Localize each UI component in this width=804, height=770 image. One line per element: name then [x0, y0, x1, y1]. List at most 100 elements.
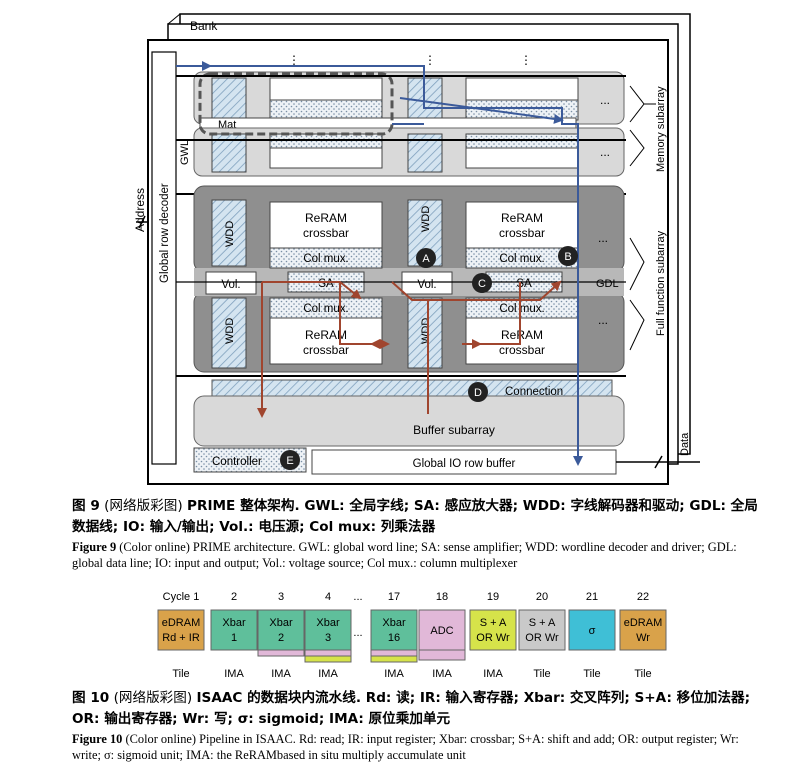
global-row-decoder — [151, 51, 177, 465]
pipeline-stage-box — [518, 609, 566, 651]
crossbar-label-2: crossbar — [499, 226, 545, 240]
cycle-label: Cycle 1 — [163, 591, 200, 603]
pipeline-unit-label: Tile — [172, 668, 189, 680]
global-io-row-buffer-label: Global IO row buffer — [413, 458, 516, 470]
pipeline-stage-strip — [257, 649, 305, 657]
vdots-3: ⋮ — [520, 53, 532, 67]
blue-data-path — [176, 65, 583, 466]
marker-b: B — [564, 251, 571, 263]
pipeline-unit-label: IMA — [483, 668, 503, 680]
pipeline-stage-strip — [418, 649, 466, 661]
wdd-label-1: WDD — [224, 221, 236, 247]
reram-label-4: ReRAM — [501, 328, 543, 342]
vol-mid — [401, 271, 453, 295]
gwl-label: GWL — [179, 140, 191, 165]
global-io-row-buffer — [311, 449, 617, 475]
wdd-label-4: WDD — [420, 318, 432, 344]
pipeline-unit-label: IMA — [384, 668, 404, 680]
sa-label-2: SA — [516, 278, 532, 290]
marker-c: C — [478, 278, 486, 290]
pipeline-stage-sublabel: Rd + IR — [162, 632, 200, 644]
pipeline-unit-label: Tile — [583, 668, 600, 680]
pipeline-unit-label: IMA — [224, 668, 244, 680]
memory-subarray-label: Memory subarray — [655, 86, 667, 172]
pipeline-stage-sublabel: 1 — [231, 632, 237, 644]
pipeline-unit-label: Tile — [533, 668, 550, 680]
pipeline-stage-sublabel: 3 — [325, 632, 331, 644]
ellipsis-1: ... — [600, 93, 610, 107]
buffer-subarray-label: Buffer subarray — [413, 423, 495, 437]
pipeline-stage-sublabel: 16 — [388, 632, 400, 644]
ellipsis-3: ... — [598, 231, 608, 245]
pipeline-stage-label: Xbar — [316, 617, 340, 629]
marker-d: D — [474, 387, 482, 399]
vdots-1: ⋮ — [288, 53, 300, 67]
pipeline-stage-label: σ — [589, 625, 596, 637]
wdd-label-3: WDD — [420, 206, 432, 232]
gdl-label: GDL — [596, 278, 619, 290]
connection-label: Connection — [505, 386, 563, 398]
vol-label-2: Vol. — [417, 279, 436, 291]
pipeline-stage-strip — [304, 649, 352, 657]
pipeline-ellipsis: ... — [353, 627, 362, 639]
crossbar-label-3: crossbar — [303, 343, 349, 357]
reram-crossbar-top-right — [465, 201, 579, 249]
figure-10-caption-cn: 图 10 (网络版彩图) ISAAC 的数据块内流水线. Rd: 读; IR: … — [72, 688, 762, 730]
crossbar-label-4: crossbar — [499, 343, 545, 357]
wdd-top-left — [211, 199, 247, 267]
pipeline-stage-sublabel: 2 — [278, 632, 284, 644]
wdd-bottom-mid — [407, 297, 443, 369]
pipeline-stage-box — [210, 609, 258, 651]
pipeline-stage-strip — [304, 655, 352, 663]
pipeline-stage-label: S + A — [529, 617, 556, 629]
figure-9-en-body: (Color online) PRIME architecture. GWL: … — [72, 540, 737, 570]
cycle-label: 21 — [586, 591, 598, 603]
ellipsis-2: ... — [600, 145, 610, 159]
cycle-label: 17 — [388, 591, 400, 603]
pipeline-stage-label: Xbar — [382, 617, 406, 629]
pipeline-stage-sublabel: Wr — [636, 632, 650, 644]
col-mux-label-1: Col mux. — [303, 253, 348, 265]
reram-crossbar-bottom-right — [465, 317, 579, 365]
figure-10-cn-head: 图 10 — [72, 690, 110, 706]
figure-10-cn-prefix: (网络版彩图) — [113, 690, 193, 706]
crossbar-label-1: crossbar — [303, 226, 349, 240]
pipeline-stage-box — [619, 609, 667, 651]
bank-label: Bank — [190, 19, 218, 33]
full-function-subarray-label: Full function subarray — [655, 230, 667, 336]
pipeline-unit-label: IMA — [432, 668, 452, 680]
marker-e: E — [286, 455, 293, 467]
pipeline-stage-label: Xbar — [222, 617, 246, 629]
figure-10-en-head: Figure 10 — [72, 732, 123, 746]
col-mux-top-left — [269, 247, 383, 269]
pipeline-stage-label: eDRAM — [624, 617, 663, 629]
pipeline-stage-strip — [370, 649, 418, 657]
marker-a: A — [422, 253, 430, 265]
col-mux-label-3: Col mux. — [303, 303, 348, 315]
col-mux-label-2: Col mux. — [499, 253, 544, 265]
reram-crossbar-top-left — [269, 201, 383, 249]
reram-crossbar-bottom-left — [269, 317, 383, 365]
pipeline-stage-sublabel: OR Wr — [476, 632, 510, 644]
vdots-2: ⋮ — [424, 53, 436, 67]
pipeline-unit-label: IMA — [318, 668, 338, 680]
figure-9-caption-en: Figure 9 (Color online) PRIME architectu… — [72, 539, 762, 571]
figure-9-cn-head: 图 9 — [72, 498, 100, 514]
buffer-subarray — [193, 395, 625, 447]
reram-label-1: ReRAM — [305, 211, 347, 225]
figure-9-prime-architecture: Bank Global row decoder Address ... Mat … — [133, 13, 700, 485]
pipeline-stage-box — [304, 609, 352, 651]
figure-9-cn-prefix: (网络版彩图) — [104, 498, 183, 514]
pipeline-stage-sublabel: OR Wr — [525, 632, 559, 644]
figure-9-caption-cn: 图 9 (网络版彩图) PRIME 整体架构. GWL: 全局字线; SA: 感… — [72, 496, 762, 538]
mat-outline — [198, 72, 394, 136]
controller-label: Controller — [212, 456, 262, 468]
wdd-bottom-left — [211, 297, 247, 369]
data-label: Data — [679, 432, 691, 456]
address-label: Address — [133, 188, 147, 232]
figure-9-cn-body: PRIME 整体架构. GWL: 全局字线; SA: 感应放大器; WDD: 字… — [72, 498, 758, 535]
cycle-label: 22 — [637, 591, 649, 603]
cycle-label: 3 — [278, 591, 284, 603]
pipeline-stage-label: S + A — [480, 617, 507, 629]
pipeline-stage-box — [370, 609, 418, 651]
